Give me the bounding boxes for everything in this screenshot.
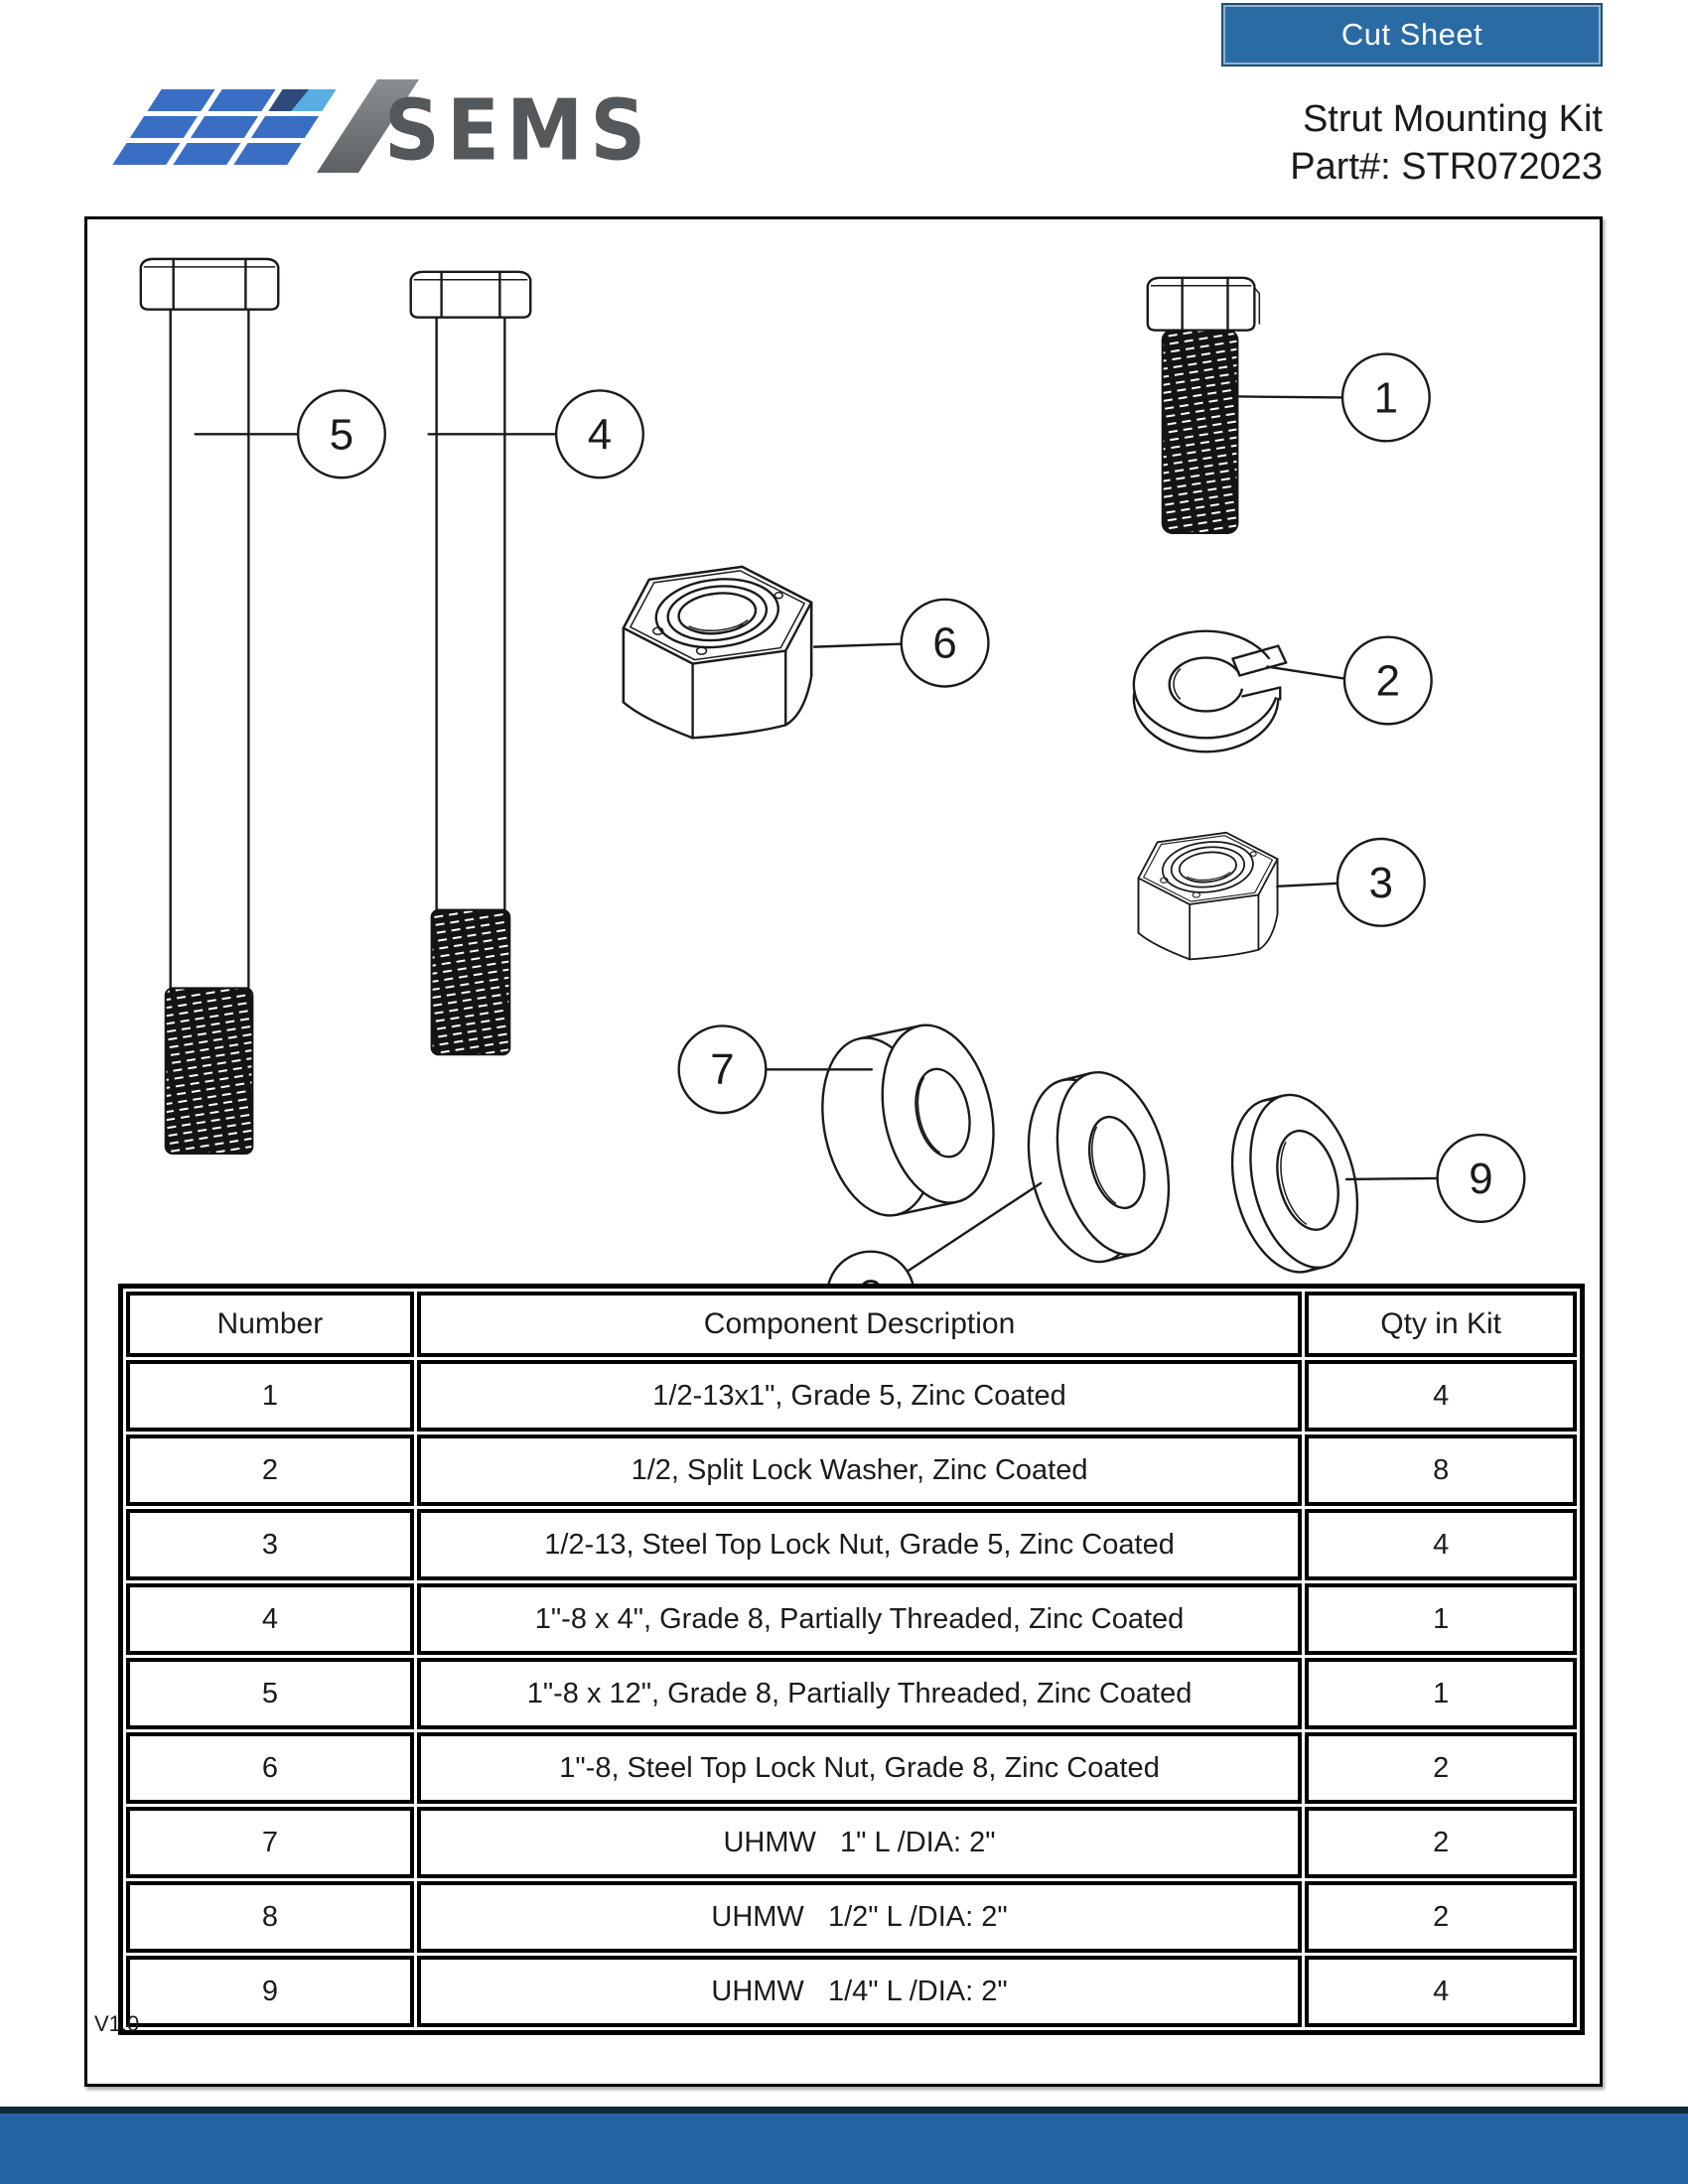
- cell-number: 4: [126, 1583, 414, 1655]
- logo-cell: [208, 89, 276, 111]
- cell-number: 1: [126, 1360, 414, 1432]
- bolt-12in-drawing: [139, 257, 280, 1155]
- sems-logo: SEMS: [109, 79, 647, 180]
- components-table: Number Component Description Qty in Kit …: [118, 1284, 1585, 2035]
- logo-wordmark: SEMS: [384, 80, 653, 180]
- table-row: 6 1"-8, Steel Top Lock Nut, Grade 8, Zin…: [126, 1732, 1577, 1804]
- cell-number: 7: [126, 1807, 414, 1878]
- cell-qty: 4: [1305, 1509, 1577, 1580]
- cell-number: 8: [126, 1881, 414, 1953]
- callout-6-label: 6: [932, 619, 956, 668]
- callout-3-label: 3: [1369, 859, 1393, 907]
- logo-cell: [250, 116, 320, 138]
- logo-cell: [147, 89, 215, 111]
- callout-1: 1: [1340, 352, 1431, 443]
- table-row: 4 1"-8 x 4", Grade 8, Partially Threaded…: [126, 1583, 1577, 1655]
- cell-description: 1/2, Split Lock Washer, Zinc Coated: [416, 1434, 1303, 1506]
- diagram-frame: 1 2 3 4 5 6 7: [84, 216, 1603, 2087]
- version-label: V1.0: [94, 2011, 140, 2036]
- footer-dark-bar: [0, 2107, 1688, 2114]
- cell-qty: 2: [1305, 1881, 1577, 1953]
- callout-3: 3: [1336, 837, 1426, 927]
- logo-cell: [173, 143, 241, 165]
- cell-number: 5: [126, 1658, 414, 1729]
- cell-description: 1"-8 x 12", Grade 8, Partially Threaded,…: [416, 1658, 1303, 1729]
- cell-description: 1"-8 x 4", Grade 8, Partially Threaded, …: [416, 1583, 1303, 1655]
- callout-5-label: 5: [330, 410, 353, 459]
- callout-4: 4: [554, 389, 644, 479]
- callout-9-label: 9: [1469, 1155, 1492, 1203]
- logo-cell: [233, 143, 302, 165]
- cell-description: 1/2-13, Steel Top Lock Nut, Grade 5, Zin…: [416, 1509, 1303, 1580]
- cell-qty: 2: [1305, 1807, 1577, 1878]
- page-title: Strut Mounting Kit: [1302, 98, 1603, 140]
- part-number: Part#: STR072023: [1290, 146, 1603, 188]
- logo-cell-accent: [268, 89, 337, 111]
- callout-6: 6: [900, 598, 990, 688]
- spacer-quarter-in-drawing: [1230, 1093, 1359, 1274]
- cell-qty: 2: [1305, 1732, 1577, 1804]
- callout-9: 9: [1436, 1133, 1526, 1223]
- cell-description: UHMW 1/2" L /DIA: 2": [416, 1881, 1303, 1953]
- callout-1-label: 1: [1374, 373, 1398, 422]
- document-titles: Strut Mounting Kit Part#: STR072023: [1290, 95, 1603, 191]
- logo-cell: [129, 116, 199, 138]
- split-lock-washer-drawing: [1132, 629, 1297, 753]
- cell-description: 1/2-13x1", Grade 5, Zinc Coated: [416, 1360, 1303, 1432]
- cell-description: UHMW 1" L /DIA: 2": [416, 1807, 1303, 1878]
- table-row: 5 1"-8 x 12", Grade 8, Partially Threade…: [126, 1658, 1577, 1729]
- callout-2-label: 2: [1376, 656, 1400, 705]
- col-header-description: Component Description: [416, 1292, 1303, 1357]
- cell-number: 3: [126, 1509, 414, 1580]
- callout-7-label: 7: [710, 1045, 734, 1094]
- table-row: 3 1/2-13, Steel Top Lock Nut, Grade 5, Z…: [126, 1509, 1577, 1580]
- table-row: 8 UHMW 1/2" L /DIA: 2" 2: [126, 1881, 1577, 1953]
- spacer-half-in-drawing: [1027, 1070, 1171, 1264]
- parts-diagram: 1 2 3 4 5 6 7: [139, 257, 1526, 1340]
- locknut-large-drawing: [622, 565, 813, 740]
- cell-qty: 8: [1305, 1434, 1577, 1506]
- footer-blue-bar: [0, 2114, 1688, 2184]
- col-header-number: Number: [126, 1292, 414, 1357]
- locknut-small-drawing: [1137, 831, 1279, 961]
- cut-sheet-banner: Cut Sheet: [1221, 3, 1603, 67]
- bolt-half-inch-drawing: [1146, 276, 1261, 534]
- cell-number: 2: [126, 1434, 414, 1506]
- bolt-4in-drawing: [409, 270, 532, 1056]
- cell-number: 9: [126, 1956, 414, 2027]
- logo-panel-grid: [109, 89, 344, 170]
- logo-cell: [190, 116, 259, 138]
- logo-cell: [112, 143, 181, 165]
- callout-7: 7: [677, 1024, 768, 1115]
- spacer-1in-drawing: [821, 1024, 995, 1217]
- cell-description: 1"-8, Steel Top Lock Nut, Grade 8, Zinc …: [416, 1732, 1303, 1804]
- cell-qty: 1: [1305, 1658, 1577, 1729]
- col-header-qty: Qty in Kit: [1305, 1292, 1577, 1357]
- table-header-row: Number Component Description Qty in Kit: [126, 1292, 1577, 1357]
- table-row: 9 UHMW 1/4" L /DIA: 2" 4: [126, 1956, 1577, 2027]
- banner-label: Cut Sheet: [1340, 17, 1483, 52]
- callout-2: 2: [1342, 635, 1433, 726]
- table-row: 1 1/2-13x1", Grade 5, Zinc Coated 4: [126, 1360, 1577, 1432]
- callout-4-label: 4: [588, 410, 612, 459]
- cell-qty: 4: [1305, 1360, 1577, 1432]
- callout-5: 5: [296, 389, 387, 479]
- table-row: 2 1/2, Split Lock Washer, Zinc Coated 8: [126, 1434, 1577, 1506]
- cell-description: UHMW 1/4" L /DIA: 2": [416, 1956, 1303, 2027]
- cell-qty: 1: [1305, 1583, 1577, 1655]
- table-row: 7 UHMW 1" L /DIA: 2" 2: [126, 1807, 1577, 1878]
- leader-lines: [194, 395, 1439, 1273]
- cell-number: 6: [126, 1732, 414, 1804]
- cell-qty: 4: [1305, 1956, 1577, 2027]
